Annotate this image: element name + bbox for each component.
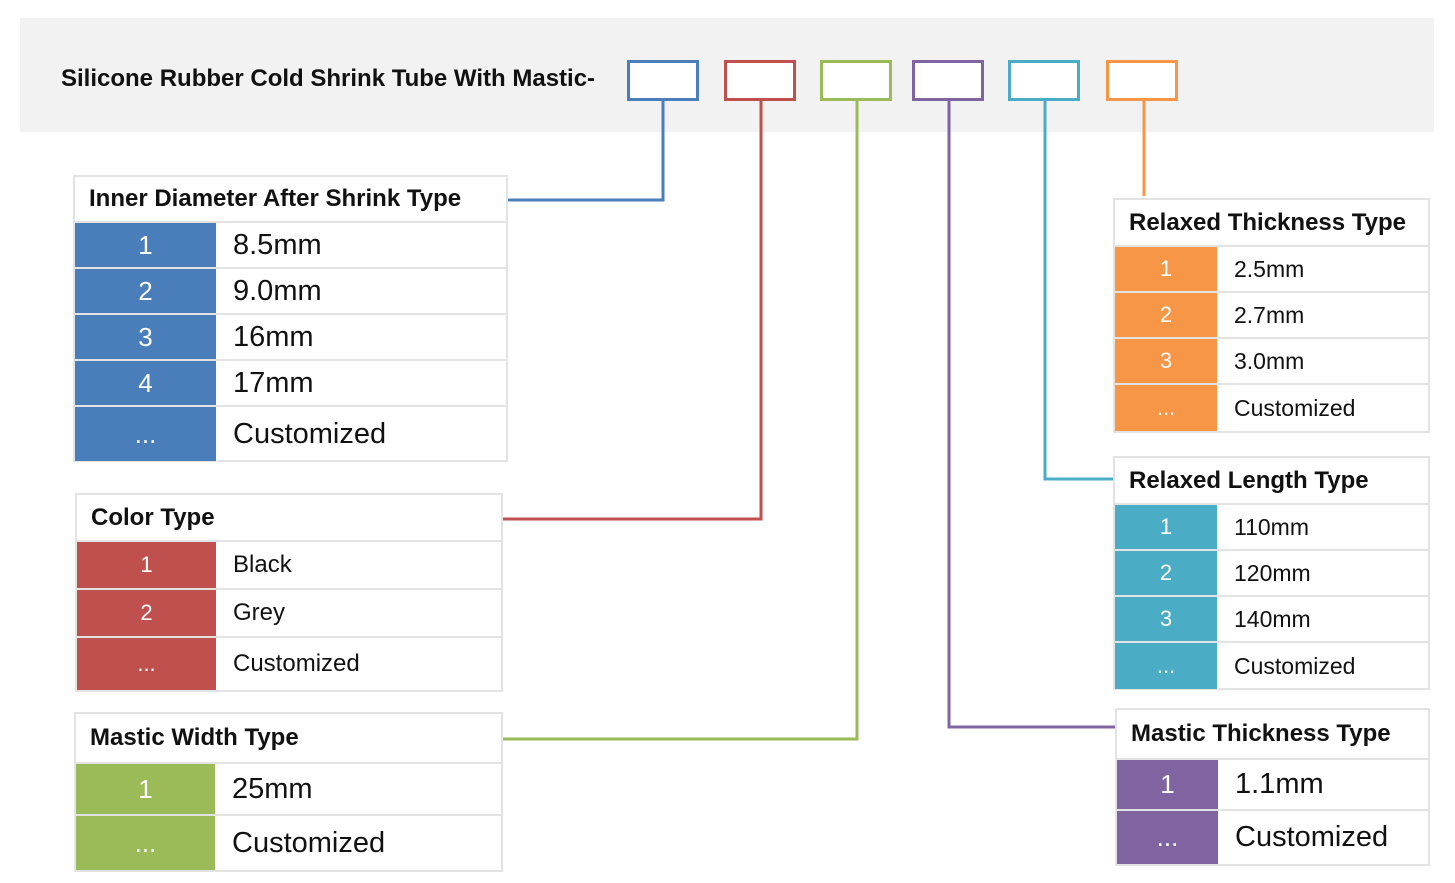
option-rows: 1 110mm 2 120mm 3 140mm... Customized [1115, 505, 1428, 689]
option-row: 1 8.5mm [75, 223, 506, 269]
option-code: 2 [75, 269, 218, 313]
connector-mastic-thickness [947, 101, 1115, 729]
option-row: 1 Black [77, 542, 501, 590]
option-code: ... [76, 816, 217, 870]
option-value: 120mm [1234, 559, 1311, 586]
option-value: 2.7mm [1234, 301, 1305, 328]
option-code: 2 [77, 590, 218, 636]
connector-inner-diameter [508, 101, 665, 202]
mastic-width-panel: Mastic Width Type 1 25mm... Customized [74, 712, 503, 872]
option-row: ... Customized [1117, 811, 1428, 864]
option-value: Black [233, 551, 292, 578]
option-value: Customized [232, 826, 386, 859]
option-row: 3 3.0mm [1115, 339, 1428, 385]
option-value: 17mm [233, 366, 314, 399]
option-code: 3 [1115, 339, 1219, 383]
option-value: 110mm [1234, 513, 1309, 540]
option-row: ... Customized [76, 816, 501, 870]
option-row: 2 Grey [77, 590, 501, 638]
option-row: 2 9.0mm [75, 269, 506, 315]
option-code: 2 [1115, 551, 1219, 595]
option-code: 1 [75, 223, 218, 267]
connector-mastic-width [503, 101, 859, 741]
relaxed-length-panel: Relaxed Length Type 1 110mm 2 120mm 3 140mm..… [1113, 456, 1430, 690]
option-value: Grey [233, 599, 286, 626]
option-code: 4 [75, 361, 218, 405]
option-code: ... [75, 407, 218, 461]
panel-title: Relaxed Thickness Type [1115, 200, 1428, 247]
option-code: ... [1117, 811, 1220, 864]
option-code: 1 [76, 764, 217, 814]
option-code: 1 [77, 542, 218, 588]
color-type-panel: Color Type 1 Black 2 Grey... Customized [75, 493, 503, 692]
option-value: Customized [233, 650, 360, 677]
panel-title: Inner Diameter After Shrink Type [75, 177, 506, 223]
option-value: Customized [1234, 652, 1356, 679]
option-value: Customized [233, 417, 387, 450]
option-row: 4 17mm [75, 361, 506, 407]
option-row: ... Customized [1115, 385, 1428, 431]
connector-relaxed-length [1043, 101, 1113, 481]
option-code: 3 [1115, 597, 1219, 641]
option-row: 2 2.7mm [1115, 293, 1428, 339]
code-slot-relaxed-length [1008, 60, 1080, 101]
option-row: ... Customized [1115, 643, 1428, 689]
option-rows: 1 8.5mm 2 9.0mm 3 16mm 4 17mm... Customized [75, 223, 506, 461]
option-row: ... Customized [75, 407, 506, 461]
option-value: 9.0mm [233, 274, 322, 307]
option-code: 1 [1115, 247, 1219, 291]
option-row: ... Customized [77, 638, 501, 690]
option-value: 1.1mm [1235, 768, 1324, 800]
option-row: 2 120mm [1115, 551, 1428, 597]
code-slot-mastic-thickness [912, 60, 984, 101]
option-value: 3.0mm [1234, 347, 1305, 374]
code-slot-relaxed-thickness [1106, 60, 1178, 101]
option-row: 1 25mm [76, 764, 501, 816]
option-code: 1 [1115, 505, 1219, 549]
panel-title: Mastic Thickness Type [1117, 710, 1428, 760]
option-code: ... [1115, 643, 1219, 689]
option-row: 1 2.5mm [1115, 247, 1428, 293]
option-value: 140mm [1234, 605, 1311, 632]
option-rows: 1 25mm... Customized [76, 764, 501, 870]
option-code: 1 [1117, 760, 1220, 809]
code-slot-inner-diameter [627, 60, 699, 101]
option-row: 1 1.1mm [1117, 760, 1428, 811]
option-rows: 1 1.1mm... Customized [1117, 760, 1428, 864]
option-row: 3 16mm [75, 315, 506, 361]
connector-color [503, 101, 763, 521]
panel-title: Relaxed Length Type [1115, 458, 1428, 505]
option-row: 1 110mm [1115, 505, 1428, 551]
option-value: Customized [1234, 394, 1356, 421]
panel-title: Mastic Width Type [76, 714, 501, 764]
product-title: Silicone Rubber Cold Shrink Tube With Ma… [61, 65, 596, 92]
panel-title: Color Type [77, 495, 501, 542]
inner-diameter-panel: Inner Diameter After Shrink Type 1 8.5mm 2… [73, 175, 508, 462]
option-value: Customized [1235, 821, 1389, 853]
option-rows: 1 2.5mm 2 2.7mm 3 3.0mm... Customized [1115, 247, 1428, 431]
option-value: 25mm [232, 772, 313, 805]
mastic-thickness-panel: Mastic Thickness Type 1 1.1mm... Customize… [1115, 708, 1430, 866]
option-row: 3 140mm [1115, 597, 1428, 643]
option-value: 2.5mm [1234, 255, 1305, 282]
relaxed-thickness-panel: Relaxed Thickness Type 1 2.5mm 2 2.7mm 3 3.0m… [1113, 198, 1430, 433]
option-code: 3 [75, 315, 218, 359]
code-slot-color [724, 60, 796, 101]
code-slot-mastic-width [820, 60, 892, 101]
option-rows: 1 Black 2 Grey... Customized [77, 542, 501, 690]
option-code: ... [1115, 385, 1219, 431]
option-value: 8.5mm [233, 228, 322, 261]
option-code: 2 [1115, 293, 1219, 337]
option-value: 16mm [233, 320, 314, 353]
option-code: ... [77, 638, 218, 690]
